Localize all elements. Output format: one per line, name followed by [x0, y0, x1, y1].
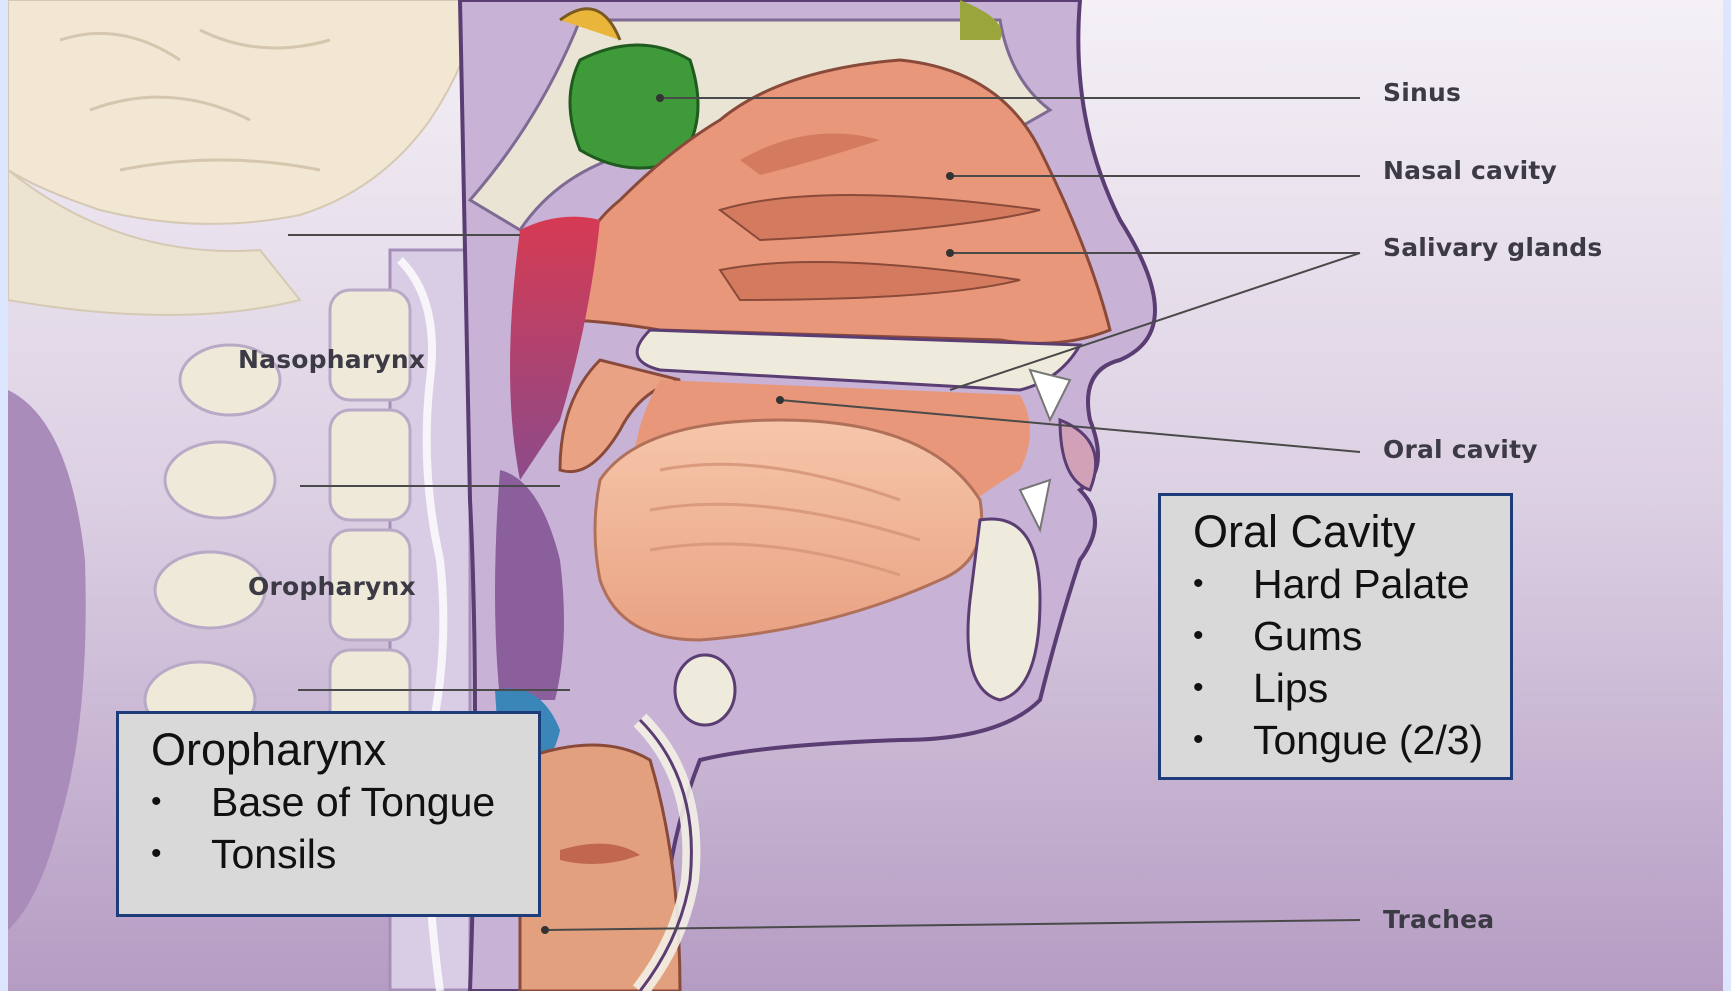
bullet-icon: •: [151, 828, 162, 880]
label-oropharynx: Oropharynx: [248, 572, 416, 601]
bullet-icon: •: [1193, 714, 1204, 766]
bullet-icon: •: [1193, 662, 1204, 714]
label-oral-cavity: Oral cavity: [1383, 435, 1538, 464]
list-item-text: Gums: [1253, 613, 1362, 659]
list-item-text: Tongue (2/3): [1253, 717, 1483, 763]
list-item: • Base of Tongue: [151, 776, 538, 828]
list-item-text: Lips: [1253, 665, 1328, 711]
oral-cavity-list: • Hard Palate • Gums • Lips • Tongue (2/3): [1193, 558, 1510, 766]
oropharynx-callout-title: Oropharynx: [151, 724, 538, 776]
label-salivary-glands: Salivary glands: [1383, 233, 1602, 262]
label-trachea: Trachea: [1383, 905, 1494, 934]
list-item: • Tongue (2/3): [1193, 714, 1510, 766]
list-item: • Tonsils: [151, 828, 538, 880]
oral-cavity-callout-title: Oral Cavity: [1193, 506, 1510, 558]
jaw-bone: [968, 519, 1040, 700]
bullet-icon: •: [151, 776, 162, 828]
list-item: • Lips: [1193, 662, 1510, 714]
list-item-text: Tonsils: [211, 831, 336, 877]
bullet-icon: •: [1193, 558, 1204, 610]
label-nasal-cavity: Nasal cavity: [1383, 156, 1557, 185]
list-item: • Hard Palate: [1193, 558, 1510, 610]
label-sinus: Sinus: [1383, 78, 1461, 107]
label-nasopharynx: Nasopharynx: [238, 345, 425, 374]
list-item: • Gums: [1193, 610, 1510, 662]
hyoid-bone: [675, 655, 735, 725]
bullet-icon: •: [1193, 610, 1204, 662]
list-item-text: Base of Tongue: [211, 779, 495, 825]
list-item-text: Hard Palate: [1253, 561, 1470, 607]
oropharynx-list: • Base of Tongue • Tonsils: [151, 776, 538, 880]
oral-cavity-callout: Oral Cavity • Hard Palate • Gums • Lips • To…: [1158, 493, 1513, 780]
oropharynx-callout: Oropharynx • Base of Tongue • Tonsils: [116, 711, 541, 917]
